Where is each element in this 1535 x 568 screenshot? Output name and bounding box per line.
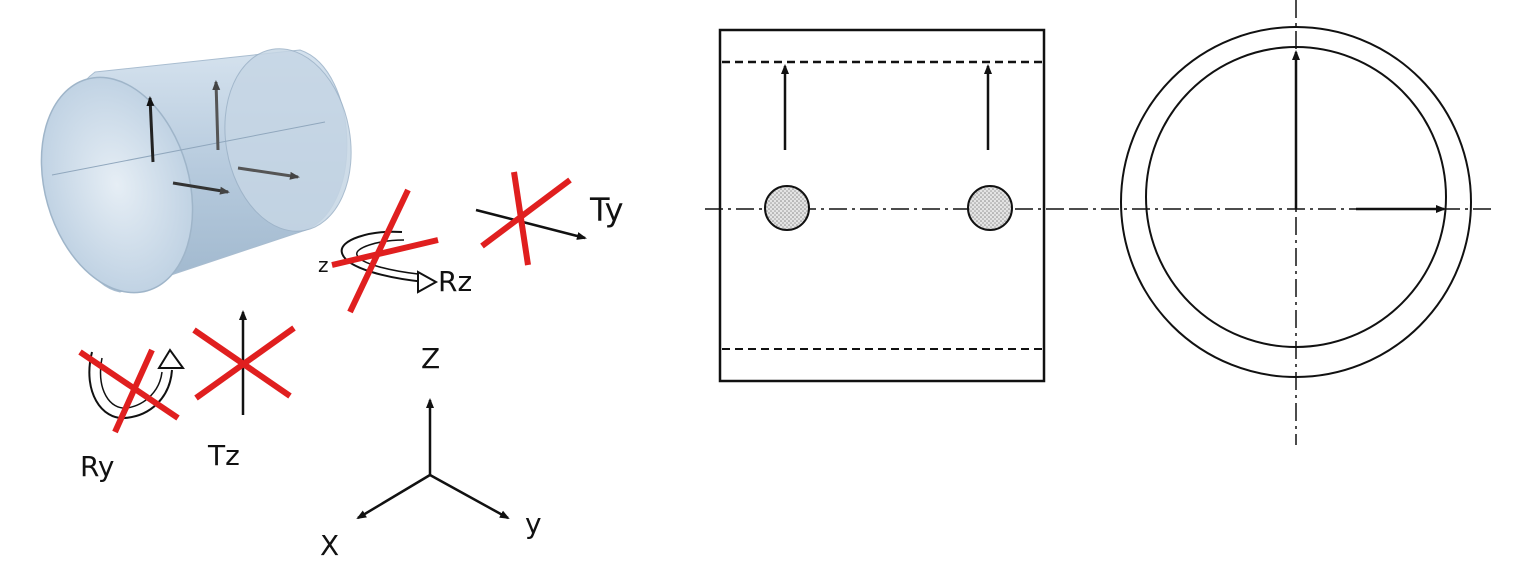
front-view [705,28,1070,383]
tube-inner-circle [1145,46,1447,348]
cylinder-arrow-front-right [172,181,230,195]
rz-rotation-icon [340,230,426,283]
rz-cross-2 [347,188,411,314]
cylinder-axis-line [51,121,326,176]
tz-cross-2 [194,325,296,401]
axis-x-label: X [320,529,339,562]
tube-outer-circle [1120,26,1472,378]
cylinder-arrow-back-right [237,166,300,180]
rz-rotation-arrowhead [417,270,439,294]
ry-rotation-icon [88,351,173,420]
ty-label: Ty [589,191,624,229]
axis-z-label: Z [421,342,440,375]
cylinder-arrow-back-up [212,80,221,151]
cylinder-3d [40,48,352,294]
axis-y-arrow [429,473,510,520]
rz-axis-label: z [318,253,329,277]
ty-cross-1 [480,177,572,249]
front-view-outline [718,28,1046,383]
ry-cross-1 [78,349,180,421]
coordinate-axes: Z X y [320,342,542,562]
dof-rz: z Rz [318,188,472,314]
axis-y-label: y [525,507,542,540]
ry-rotation-arrowhead [157,348,185,369]
rz-label: Rz [438,265,472,298]
ry-label: Ry [80,450,115,483]
ty-arrow [475,208,587,240]
axis-x-arrow [356,473,431,520]
side-view [1070,0,1492,445]
dof-ry: Ry [78,348,185,483]
tz-label: Tz [207,439,240,472]
locating-pin-right [967,185,1013,231]
dof-ty: Ty [475,171,624,266]
cylinder-back-end [224,48,352,232]
cylinder-front-opening [40,76,194,294]
ty-cross-2 [511,171,531,266]
ry-cross-2 [112,348,155,434]
locating-pin-left [764,185,810,231]
dof-tz: Tz [192,310,296,472]
rz-cross-1 [331,237,439,268]
cylinder-arrow-front-up [146,96,155,163]
